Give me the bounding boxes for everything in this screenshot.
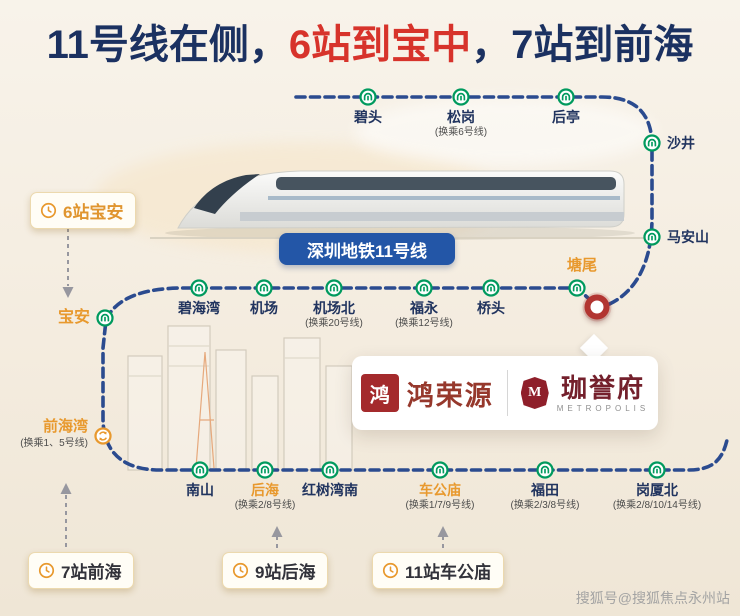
station-name: 马安山	[667, 229, 709, 245]
title-part-2: 6站到宝中	[288, 23, 472, 67]
hongrongyuan-logo-icon: 鸿	[360, 374, 399, 412]
metro-logo-icon	[321, 461, 339, 479]
skyline-illustration	[127, 325, 353, 471]
station-transfer-note: (换乘1、5号线)	[20, 438, 88, 449]
station-name: 福田	[531, 482, 559, 498]
metro-logo-icon	[648, 461, 666, 479]
metro-logo-icon	[431, 461, 449, 479]
line-11-label: 深圳地铁11号线	[279, 233, 455, 265]
metro-logo-icon	[96, 309, 114, 327]
logo-divider	[506, 370, 508, 416]
station-name: 福永	[410, 300, 438, 316]
callout-label: 7站前海	[61, 563, 122, 582]
metro-logo-icon	[415, 279, 433, 297]
callout-label: 6站宝安	[63, 203, 124, 222]
clock-icon	[38, 562, 55, 579]
station-name: 碧头	[354, 109, 382, 125]
station-transfer-note: (换乘1/7/9号线)	[405, 500, 475, 511]
station-name: 碧海湾	[178, 300, 220, 316]
callout-label: 11站车公庙	[405, 563, 491, 582]
cloud	[355, 98, 655, 166]
metro-logo-icon	[255, 279, 273, 297]
station-name: 机场北	[313, 300, 355, 316]
station-name: 桥头	[477, 300, 505, 316]
metro-logo-icon	[359, 88, 377, 106]
station-name: 岗厦北	[636, 482, 678, 498]
station-transfer-note: (换乘6号线)	[434, 127, 488, 138]
metro-logo-icon	[325, 279, 343, 297]
developer-logo: 鸿 鸿荣源	[360, 374, 494, 413]
metro-logo-icon	[536, 461, 554, 479]
station-transfer-note: (换乘12号线)	[395, 318, 453, 329]
callout-6-stops-baoan: 6站宝安	[30, 192, 137, 229]
station-name: 后海	[251, 482, 279, 498]
station-name: 塘尾	[566, 257, 598, 274]
station-name: 宝安	[57, 309, 90, 326]
station-transfer-note: (换乘2/8号线)	[234, 500, 296, 511]
title-part-3: ，7站到前海	[471, 23, 694, 67]
metro-logo-icon	[557, 88, 575, 106]
station-transfer-note: (换乘2/8/10/14号线)	[612, 500, 702, 511]
clock-icon	[40, 202, 57, 219]
developer-name: 鸿荣源	[406, 380, 494, 411]
metro-logo-icon	[482, 279, 500, 297]
project-name: 珈誉府	[560, 372, 645, 403]
title-part-1: 11号线在侧，	[46, 23, 289, 67]
page-title: 11号线在侧，6站到宝中，7站到前海	[0, 12, 740, 70]
station-transfer-note: (换乘2/3/8号线)	[510, 500, 580, 511]
metro-logo-icon	[643, 134, 661, 152]
metropolis-emblem-icon: M	[520, 377, 549, 409]
project-logo: M 珈誉府 METROPOLIS	[520, 372, 650, 413]
callout-11-stops-chegongmiao: 11站车公庙	[372, 552, 504, 589]
metro-logo-icon	[452, 88, 470, 106]
metro-logo-icon	[256, 461, 274, 479]
station-name: 车公庙	[419, 482, 461, 498]
metro-logo-icon	[191, 461, 209, 479]
station-name: 松岗	[447, 109, 475, 125]
station-name: 机场	[250, 300, 278, 316]
station-name: 南山	[186, 482, 214, 498]
brand-card: 鸿 鸿荣源 M 珈誉府 METROPOLIS	[352, 356, 658, 430]
callout-9-stops-houhai: 9站后海	[222, 552, 329, 589]
project-name-en: METROPOLIS	[556, 403, 650, 413]
clock-icon	[232, 562, 249, 579]
metro-logo-icon	[643, 228, 661, 246]
station-name: 红树湾南	[302, 482, 358, 498]
station-name: 沙井	[667, 135, 695, 151]
watermark: 搜狐号@搜狐焦点永州站	[575, 590, 730, 606]
callout-7-stops-qianhai: 7站前海	[28, 552, 135, 589]
station-name: 前海湾	[42, 418, 88, 435]
metro-logo-icon	[190, 279, 208, 297]
train-illustration	[150, 170, 650, 240]
metro-logo-icon	[568, 279, 586, 297]
clock-icon	[382, 562, 399, 579]
property-location-marker	[584, 294, 610, 320]
transfer-icon	[94, 427, 112, 445]
station-name: 后亭	[552, 109, 580, 125]
callout-label: 9站后海	[255, 563, 316, 582]
station-transfer-note: (换乘20号线)	[305, 318, 363, 329]
